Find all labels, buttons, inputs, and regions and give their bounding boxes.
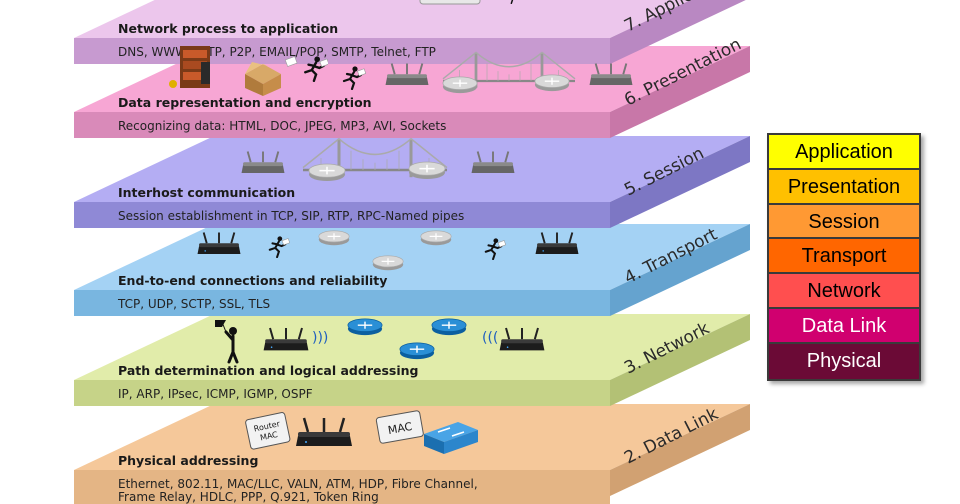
flying-paper-icon [284, 56, 298, 67]
legend-item-physical: Physical [769, 343, 919, 379]
router-icon [498, 326, 546, 352]
router-icon [384, 62, 430, 87]
disc-icon [308, 163, 346, 182]
layer-transport-side [610, 224, 750, 316]
layer-datalink-description: Physical addressing [118, 453, 258, 468]
layer-application-strip [74, 38, 610, 64]
layer-datalink-protocols: Frame Relay, HDLC, PPP, Q.921, Token Rin… [118, 490, 379, 504]
layer-network-protocols: IP, ARP, IPsec, ICMP, IGMP, OSPF [118, 387, 313, 401]
router-icon [534, 231, 580, 256]
disc-icon [534, 74, 570, 92]
disc-icon [318, 230, 350, 246]
router-icon [240, 150, 286, 175]
router-icon [470, 150, 516, 175]
disc-icon [420, 230, 452, 246]
layer-transport-strip [74, 290, 610, 316]
layer-transport-description: End-to-end connections and reliability [118, 273, 387, 288]
switch-icon [424, 422, 478, 454]
presentation-icons [169, 46, 634, 96]
router-icon [294, 416, 354, 448]
layer-presentation-protocols: Recognizing data: HTML, DOC, JPEG, MP3, … [118, 119, 446, 133]
router-icon [196, 231, 242, 256]
layer-presentation-description: Data representation and encryption [118, 95, 372, 110]
layer-session-side [610, 136, 750, 228]
router-mac-tag: Router MAC [245, 412, 291, 450]
legend-item-network: Network [769, 274, 919, 309]
layer-network-side [610, 314, 750, 406]
router-mac-tag-line2: MAC [259, 430, 279, 443]
layer-presentation-strip [74, 112, 610, 138]
legend-item-presentation: Presentation [769, 169, 919, 205]
disc-icon [442, 76, 478, 94]
bookshelf-icon [169, 46, 210, 88]
layer-application-side [610, 0, 746, 64]
wifi-icon: ((( [482, 330, 498, 346]
layer-session-description: Interhost communication [118, 185, 295, 200]
layer-session-strip [74, 202, 610, 228]
legend-item-application: Application [769, 135, 919, 170]
layer-application-description: Network process to application [118, 21, 338, 36]
layer-datalink-protocols: Ethernet, 802.11, MAC/LLC, VALN, ATM, HD… [118, 477, 478, 491]
disc-icon [372, 255, 404, 271]
layer-transport-top [74, 224, 750, 290]
legend-item-session: Session [769, 204, 919, 240]
blue-router-icon [399, 342, 435, 360]
application-icons [419, 0, 522, 5]
layer-network: Path determination and logical addressin… [74, 314, 750, 406]
layer-presentation-side [610, 46, 750, 138]
layer-datalink-side [610, 404, 750, 496]
mac-tag-label: MAC [387, 420, 414, 437]
layer-network-strip [74, 380, 610, 406]
layer-network-description: Path determination and logical addressin… [118, 363, 418, 378]
layer-session-protocols: Session establishment in TCP, SIP, RTP, … [118, 209, 464, 223]
mac-tag: MAC [375, 410, 424, 444]
datalink-icons: Router MAC MAC [245, 410, 478, 454]
layer-application-protocols: DNS, WWW/HTTP, P2P, EMAIL/POP, SMTP, Tel… [118, 45, 436, 59]
layer-application-top [74, 0, 691, 38]
layer-datalink-strip [74, 470, 610, 504]
person-with-flag-icon [215, 320, 239, 364]
layer-transport-protocols: TCP, UDP, SCTP, SSL, TLS [117, 297, 270, 311]
wifi-icon: ))) [312, 330, 328, 346]
open-box-icon [245, 62, 281, 96]
network-icons: ))) ((( [215, 318, 546, 364]
blue-router-icon [347, 318, 383, 336]
disc-icon [408, 161, 446, 180]
application-device-icon [419, 0, 481, 5]
legend-item-data-link: Data Link [769, 308, 919, 344]
router-icon [262, 326, 310, 352]
blue-router-icon [431, 318, 467, 336]
router-icon [588, 62, 634, 87]
layer-transport: End-to-end connections and reliabilityTC… [74, 224, 750, 316]
legend-item-transport: Transport [769, 239, 919, 275]
